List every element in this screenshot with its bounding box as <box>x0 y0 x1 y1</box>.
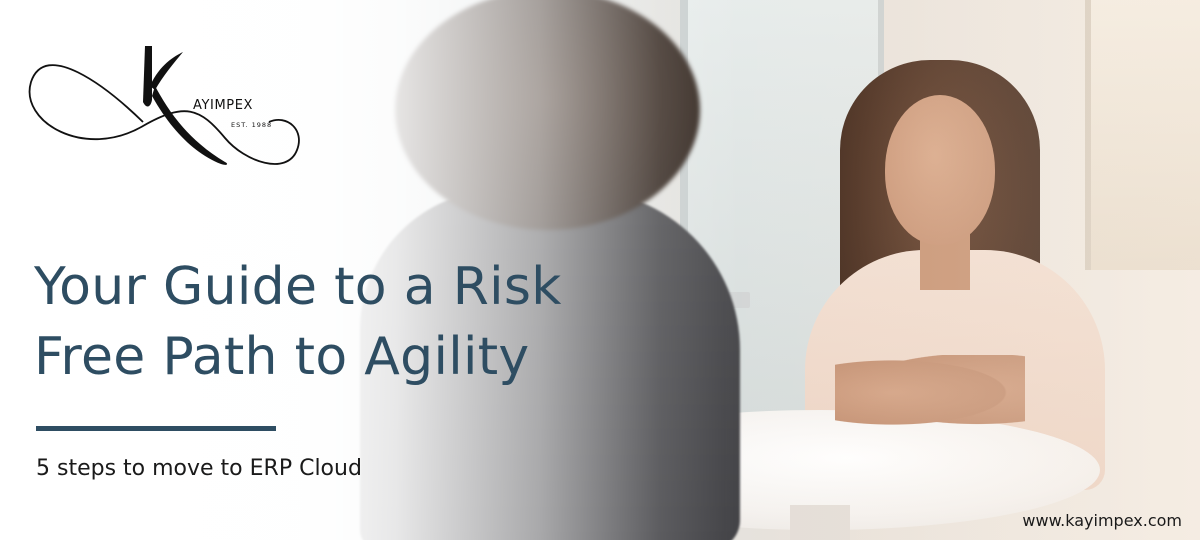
page-title: Your Guide to a Risk Free Path to Agilit… <box>34 252 694 392</box>
title-line-1: Your Guide to a Risk <box>34 257 562 317</box>
website-url: www.kayimpex.com <box>1022 511 1182 530</box>
kayimpex-logo: AYIMPEX EST. 1988 <box>25 30 310 180</box>
logo-brand-text: AYIMPEX <box>193 98 253 113</box>
title-underline-divider <box>36 426 276 431</box>
subtitle: 5 steps to move to ERP Cloud <box>36 456 362 481</box>
logo-graphic: AYIMPEX EST. 1988 <box>28 46 300 165</box>
title-line-2: Free Path to Agility <box>34 327 530 387</box>
logo-est-text: EST. 1988 <box>231 121 272 129</box>
